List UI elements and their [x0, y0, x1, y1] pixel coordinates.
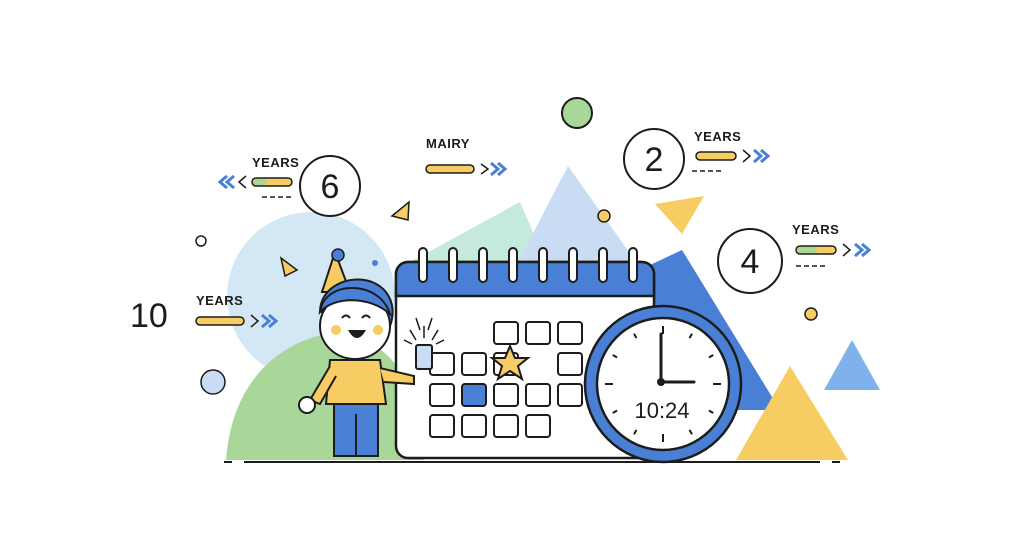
clock-ticks: [605, 326, 721, 442]
character-eyes: [341, 314, 371, 319]
calendar-ring: [448, 247, 458, 283]
double-chevron-right-icon: [854, 242, 872, 258]
chevron-right-icon: [250, 314, 260, 328]
calendar-ring: [628, 247, 638, 283]
calendar-day: [525, 321, 551, 345]
clock-tick: [633, 429, 638, 435]
character-smile: [348, 330, 366, 338]
calendar-day: [525, 383, 551, 407]
character-cheek: [331, 325, 341, 335]
party-hat-pompom: [331, 248, 345, 262]
calendar-day-highlighted: [461, 383, 487, 407]
milestone-10-years: 10 YEARS: [130, 293, 279, 335]
progress-fill: [253, 179, 267, 185]
clock-tick: [612, 409, 618, 414]
character-shirt: [324, 359, 388, 405]
chevron-right-icon: [480, 163, 490, 175]
small-dot-decoration: [195, 235, 207, 247]
calendar-ring: [598, 247, 608, 283]
light-blue-dot-decoration: [200, 369, 226, 395]
milestone-6-number: 6: [321, 168, 340, 206]
party-character: [298, 248, 445, 457]
milestone-2-circle: [623, 128, 685, 190]
milestone-2-number: 2: [645, 141, 664, 179]
calendar-day: [461, 352, 487, 376]
clock-tick: [633, 333, 638, 339]
milestone-10-number: 10: [130, 297, 168, 335]
background-yellow-triangle: [736, 366, 848, 460]
background-mint-triangle: [410, 202, 546, 262]
green-dot-decoration: [561, 97, 593, 129]
sparkle-icon: [403, 317, 445, 345]
milestone-6-unit: YEARS: [252, 155, 299, 170]
double-chevron-right-icon: [490, 161, 508, 177]
calendar-day: [557, 383, 583, 407]
milestone-4-number: 4: [741, 243, 760, 281]
yellow-triangle-small: [279, 256, 299, 278]
chevron-right-icon: [742, 149, 752, 163]
blue-triangle-right: [824, 340, 880, 390]
calendar-day: [525, 414, 551, 438]
calendar-day: [461, 414, 487, 438]
character-fringe: [318, 286, 392, 318]
calendar-ring: [478, 247, 488, 283]
character-left-hand: [298, 396, 316, 414]
double-chevron-left-icon: [217, 174, 235, 190]
milestone-10-unit: YEARS: [196, 293, 243, 308]
calendar-day: [429, 352, 455, 376]
calendar-day: [429, 414, 455, 438]
clock-center: [657, 378, 665, 386]
name-tag-label: MAIRY: [426, 136, 470, 151]
calendar-day: [493, 383, 519, 407]
milestone-4-years: 4 YEARS: [717, 222, 872, 294]
clock-icon: 10:24: [583, 304, 743, 464]
drink-glass-icon: [415, 344, 433, 370]
double-chevron-right-icon: [753, 148, 771, 164]
calendar-day: [557, 321, 583, 345]
calendar-grid: [429, 321, 583, 438]
calendar-day: [429, 383, 455, 407]
milestone-6-years: YEARS 6: [217, 155, 361, 217]
yellow-triangle-confetti: [390, 200, 410, 221]
chevron-left-icon: [237, 175, 247, 189]
clock-tick: [688, 429, 693, 435]
calendar-day: [493, 321, 519, 345]
milestone-6-circle: [299, 155, 361, 217]
calendar-header: [394, 260, 656, 298]
milestone-name-tag: MAIRY: [425, 136, 508, 177]
star-icon: [489, 343, 531, 382]
calendar-rings: [418, 247, 638, 283]
confetti-dot: [372, 260, 378, 266]
calendar-day: [493, 414, 519, 438]
double-chevron-right-icon: [261, 313, 279, 329]
milestone-2-years: 2 YEARS: [623, 128, 771, 190]
milestone-4-circle: [717, 228, 783, 294]
character-cheek: [373, 325, 383, 335]
progress-bar: [195, 316, 245, 326]
milestone-2-unit: YEARS: [694, 129, 741, 144]
calendar-ring: [418, 247, 428, 283]
calendar-ring: [508, 247, 518, 283]
clock-tick: [612, 354, 618, 359]
calendar-ring: [568, 247, 578, 283]
clock-tick: [688, 333, 693, 339]
yellow-dot-right: [804, 307, 818, 321]
progress-fill: [797, 247, 817, 253]
yellow-dot-decoration: [597, 209, 611, 223]
yellow-triangle-top: [655, 196, 704, 234]
chevron-right-icon: [842, 243, 852, 257]
milestone-4-unit: YEARS: [792, 222, 839, 237]
clock-time-label: 10:24: [634, 398, 689, 423]
calendar-ring: [538, 247, 548, 283]
clock-tick: [708, 354, 714, 359]
clock-tick: [708, 409, 714, 414]
progress-bar: [425, 164, 475, 174]
calendar-day: [557, 352, 583, 376]
character-right-arm: [379, 367, 415, 386]
background-lightblue-triangle: [518, 166, 636, 262]
progress-bar: [695, 151, 737, 161]
